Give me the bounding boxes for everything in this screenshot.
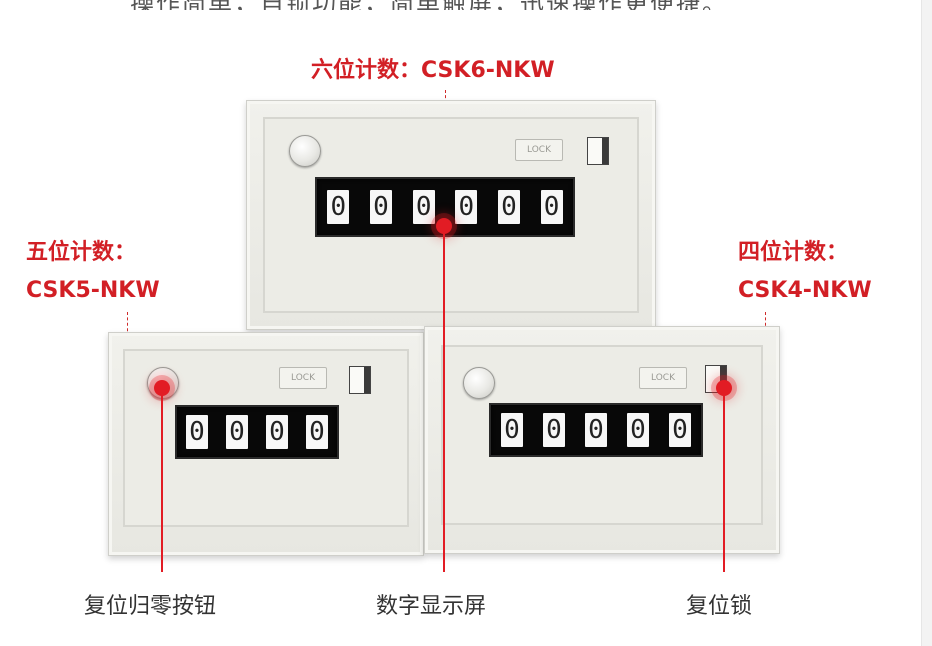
lock-switch[interactable] (587, 137, 609, 165)
six-digit-model-label: 六位计数：CSK6-NKW (311, 58, 555, 83)
lock-callout-dot (716, 380, 732, 396)
digit-display: 0 0 0 0 0 0 (315, 177, 575, 237)
digit: 0 (497, 190, 520, 224)
digit: 0 (266, 415, 288, 449)
four-digit-model-code: CSK4-NKW (738, 278, 872, 303)
digit: 0 (455, 190, 478, 224)
lock-arrow-icon: LOCK (515, 139, 563, 161)
counter-four-digit: LOCK 0 0 0 0 (108, 332, 424, 556)
counter-five-digit: LOCK 0 0 0 0 0 (424, 326, 780, 554)
digit-row: 0 0 0 0 (177, 407, 337, 457)
four-digit-model-label: 四位计数： (738, 240, 849, 265)
digit: 0 (412, 190, 435, 224)
digit-row: 0 0 0 0 0 0 (317, 179, 573, 235)
reset-callout-line (161, 394, 163, 572)
digit-display: 0 0 0 0 0 (489, 403, 703, 457)
five-digit-leader-line (127, 312, 128, 342)
digit-display: 0 0 0 0 (175, 405, 339, 459)
counter-six-digit: LOCK 0 0 0 0 0 0 (246, 100, 656, 330)
lock-arrow-icon: LOCK (639, 367, 687, 389)
digit-row: 0 0 0 0 0 (491, 405, 701, 455)
reset-button[interactable] (463, 367, 495, 399)
five-digit-model-code: CSK5-NKW (26, 278, 160, 303)
digit: 0 (226, 415, 248, 449)
lock-callout-line (723, 394, 725, 572)
lock-arrow-icon: LOCK (279, 367, 327, 389)
scrollbar[interactable] (921, 0, 932, 646)
lock-switch[interactable] (349, 366, 371, 394)
display-callout-line (443, 232, 445, 572)
reset-button-callout-label: 复位归零按钮 (84, 594, 217, 619)
digit: 0 (543, 413, 565, 447)
digit: 0 (540, 190, 563, 224)
digit: 0 (369, 190, 392, 224)
five-digit-model-label: 五位计数： (26, 240, 137, 265)
digit: 0 (186, 415, 208, 449)
header-partial-text: 操作简单，自锁功能，简单触屏，迅速操作更便捷。 (130, 0, 830, 10)
digit: 0 (585, 413, 607, 447)
display-callout-label: 数字显示屏 (376, 594, 487, 619)
digit: 0 (669, 413, 691, 447)
digit: 0 (627, 413, 649, 447)
display-callout-dot (436, 218, 452, 234)
reset-button[interactable] (289, 135, 321, 167)
digit: 0 (327, 190, 350, 224)
reset-lock-callout-label: 复位锁 (686, 594, 753, 619)
digit: 0 (306, 415, 328, 449)
digit: 0 (501, 413, 523, 447)
reset-callout-dot (154, 380, 170, 396)
